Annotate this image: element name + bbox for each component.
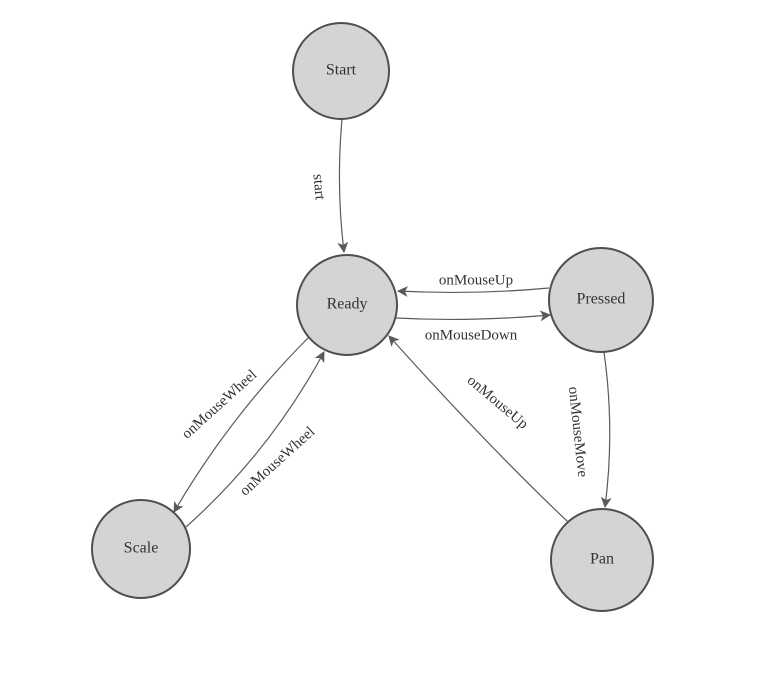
state-circle-scale: [91, 499, 191, 599]
state-node-start: Start: [292, 22, 390, 120]
edge-path: [600, 351, 612, 509]
transition-pan-ready: onMouseUp: [388, 335, 569, 523]
edge-path: [337, 118, 349, 254]
state-label-pressed: Pressed: [577, 291, 626, 308]
edge-path: [173, 336, 310, 513]
state-label-pan: Pan: [590, 551, 614, 568]
state-node-scale: Scale: [91, 499, 191, 599]
edge-label: start: [309, 173, 327, 201]
state-node-pressed: Pressed: [548, 247, 654, 353]
edge-label: onMouseUp: [464, 373, 531, 433]
edge-path: [185, 351, 325, 528]
edge-path: [395, 310, 552, 322]
state-label-ready: Ready: [327, 296, 368, 313]
state-label-scale: Scale: [124, 540, 159, 557]
transition-pressed-pan: onMouseMove: [565, 351, 612, 509]
state-circle-pressed: [548, 247, 654, 353]
state-node-ready: Ready: [296, 254, 398, 356]
state-circle-pan: [550, 508, 654, 612]
transition-ready-pressed: onMouseDown: [395, 310, 552, 343]
state-label-start: Start: [326, 62, 357, 79]
edge-path: [388, 335, 569, 523]
state-circle-start: [292, 22, 390, 120]
transition-pressed-ready: onMouseUp: [396, 272, 550, 297]
edge-label: onMouseDown: [425, 327, 518, 343]
state-circle-ready: [296, 254, 398, 356]
edge-label: onMouseMove: [565, 386, 590, 478]
edge-label: onMouseUp: [439, 272, 513, 288]
edge-path: [396, 286, 550, 297]
state-node-pan: Pan: [550, 508, 654, 612]
transition-start-ready: start: [309, 118, 349, 254]
